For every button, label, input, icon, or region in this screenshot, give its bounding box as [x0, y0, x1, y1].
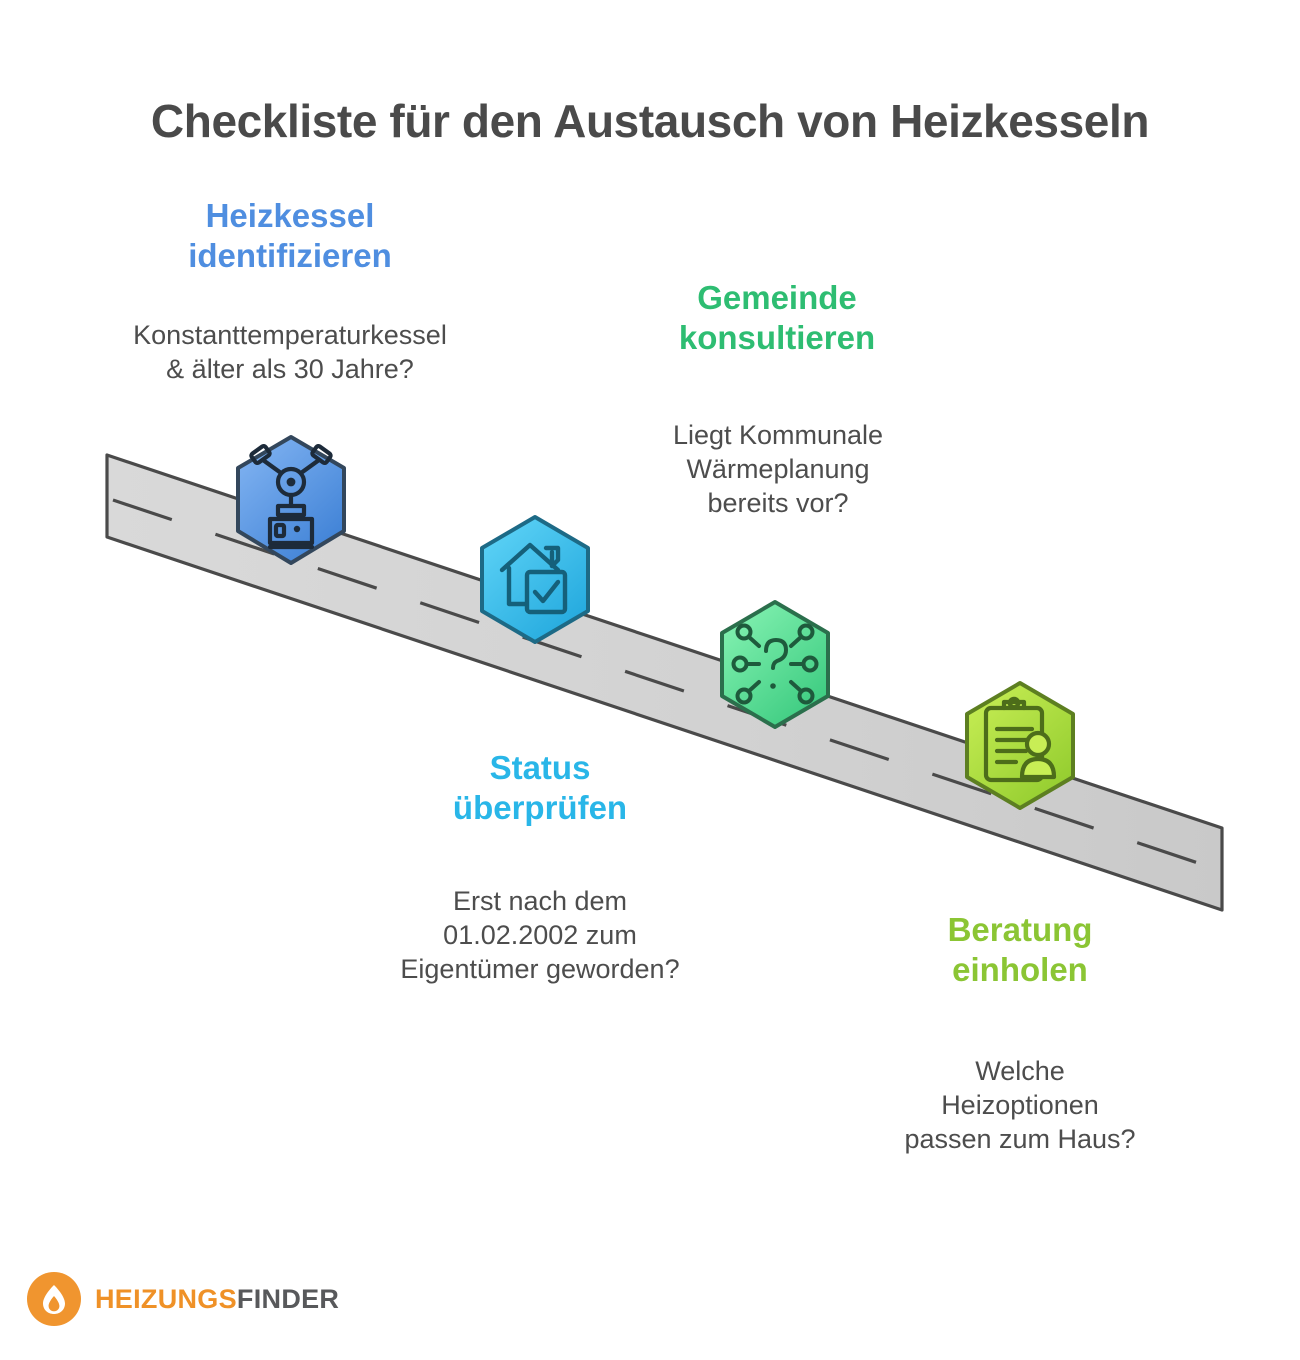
step-2-question-line-3: Eigentümer geworden?	[400, 954, 680, 985]
step-4-heading-line-1: Beratung	[947, 911, 1093, 948]
marker-step-4[interactable]	[965, 681, 1075, 810]
logo-wordmark: HEIZUNGSFINDER	[95, 1284, 339, 1315]
flame-glyph	[43, 1285, 65, 1314]
step-1-question-line-1: Konstanttemperaturkessel	[133, 320, 447, 350]
step-3-heading: Gemeinde konsultieren	[612, 278, 942, 359]
step-2-question-line-2: 01.02.2002 zum	[443, 920, 637, 951]
step-1-question-line-2: & älter als 30 Jahre?	[166, 354, 414, 385]
step-4-question-line-2: Heizoptionen	[941, 1090, 1099, 1121]
step-4-heading: Beratung einholen	[860, 910, 1180, 991]
boiler-icon	[249, 443, 333, 550]
marker-step-2[interactable]	[480, 515, 590, 644]
step-1-heading-line-1: Heizkessel	[205, 197, 375, 234]
step-3-question: Liegt Kommunale Wärmeplanung bereits vor…	[608, 418, 948, 520]
step-2-heading-line-1: Status	[489, 749, 591, 786]
step-1-question: Konstanttemperaturkessel & älter als 30 …	[55, 318, 525, 386]
step-4-heading-line-2: einholen	[952, 951, 1088, 989]
logo-word-secondary: FINDER	[236, 1283, 340, 1314]
logo-word-primary: HEIZUNGS	[95, 1283, 237, 1314]
marker-step-3[interactable]	[720, 600, 830, 729]
flame-icon	[27, 1272, 81, 1326]
step-4-question: Welche Heizoptionen passen zum Haus?	[850, 1054, 1190, 1156]
step-2-question: Erst nach dem 01.02.2002 zum Eigentümer …	[330, 884, 750, 986]
network-question-icon	[731, 623, 819, 705]
step-3-heading-line-2: konsultieren	[678, 319, 876, 357]
road-center-dashes	[112, 498, 1217, 871]
step-4-question-line-3: passen zum Haus?	[904, 1124, 1136, 1155]
brand-logo[interactable]: HEIZUNGSFINDER	[27, 1272, 339, 1326]
step-4-question-line-1: Welche	[975, 1056, 1065, 1086]
step-1-heading-line-2: identifizieren	[188, 237, 392, 275]
step-3-question-line-1: Liegt Kommunale	[672, 420, 884, 450]
step-2-heading-line-2: überprüfen	[452, 789, 628, 827]
step-2-heading: Status überprüfen	[360, 748, 720, 829]
clipboard-person-icon	[983, 696, 1057, 783]
step-3-question-line-3: bereits vor?	[707, 488, 849, 519]
road-surface	[105, 453, 1224, 912]
step-3-question-line-2: Wärmeplanung	[686, 454, 870, 485]
road	[105, 453, 1224, 912]
house-check-icon	[499, 542, 568, 615]
step-1-heading: Heizkessel identifizieren	[85, 196, 495, 277]
step-2-question-line-1: Erst nach dem	[452, 886, 628, 916]
marker-step-1[interactable]	[236, 435, 346, 565]
step-3-heading-line-1: Gemeinde	[697, 279, 857, 316]
page-title: Checkliste für den Austausch von Heizkes…	[150, 95, 1150, 147]
